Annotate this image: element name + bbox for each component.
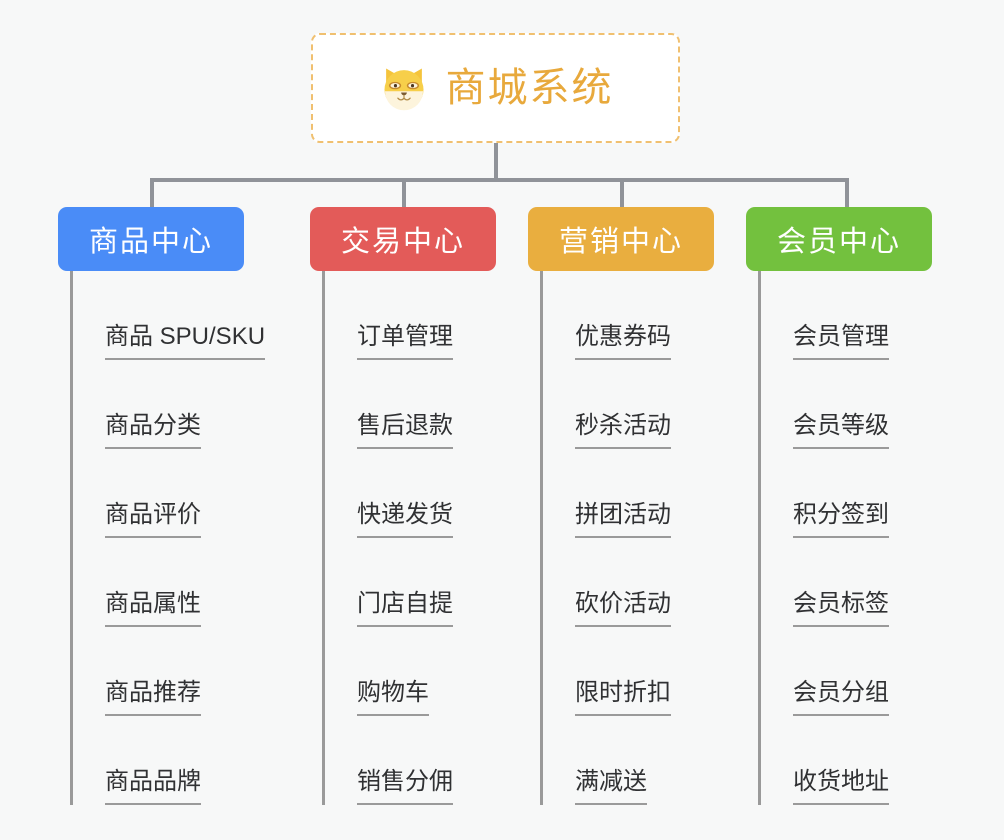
list-item[interactable]: 销售分佣	[325, 716, 530, 805]
list-item[interactable]: 会员等级	[761, 360, 966, 449]
leaf-label: 商品评价	[105, 500, 201, 538]
leaf-label: 快递发货	[357, 500, 453, 538]
leaf-label: 会员等级	[793, 411, 889, 449]
leaf-label: 砍价活动	[575, 589, 671, 627]
list-item[interactable]: 商品评价	[73, 449, 278, 538]
leaf-label: 积分签到	[793, 500, 889, 538]
connector-drop-1	[150, 178, 154, 208]
leaf-label: 商品推荐	[105, 678, 201, 716]
leaf-label: 售后退款	[357, 411, 453, 449]
branch-column-product: 商品中心 商品 SPU/SKU 商品分类 商品评价 商品属性 商品推荐 商品品牌	[58, 207, 278, 805]
leaf-list-product: 商品 SPU/SKU 商品分类 商品评价 商品属性 商品推荐 商品品牌	[70, 271, 278, 805]
list-item[interactable]: 订单管理	[325, 271, 530, 360]
list-item[interactable]: 拼团活动	[543, 449, 748, 538]
root-node[interactable]: 商城系统	[311, 33, 680, 143]
connector-stem	[494, 143, 498, 181]
branch-header-member[interactable]: 会员中心	[746, 207, 932, 271]
branch-header-product[interactable]: 商品中心	[58, 207, 244, 271]
leaf-list-marketing: 优惠券码 秒杀活动 拼团活动 砍价活动 限时折扣 满减送	[540, 271, 748, 805]
branch-header-marketing[interactable]: 营销中心	[528, 207, 714, 271]
leaf-label: 限时折扣	[575, 678, 671, 716]
list-item[interactable]: 会员管理	[761, 271, 966, 360]
root-node-label: 商城系统	[445, 66, 614, 110]
leaf-label: 商品分类	[105, 411, 201, 449]
leaf-label: 拼团活动	[575, 500, 671, 538]
list-item[interactable]: 商品分类	[73, 360, 278, 449]
list-item[interactable]: 门店自提	[325, 538, 530, 627]
leaf-list-trade: 订单管理 售后退款 快递发货 门店自提 购物车 销售分佣	[322, 271, 530, 805]
connector-drop-4	[845, 178, 849, 208]
list-item[interactable]: 商品推荐	[73, 627, 278, 716]
branch-column-marketing: 营销中心 优惠券码 秒杀活动 拼团活动 砍价活动 限时折扣 满减送	[528, 207, 748, 805]
leaf-label: 优惠券码	[575, 322, 671, 360]
connector-bus	[150, 178, 849, 182]
list-item[interactable]: 售后退款	[325, 360, 530, 449]
list-item[interactable]: 收货地址	[761, 716, 966, 805]
list-item[interactable]: 会员标签	[761, 538, 966, 627]
branch-column-member: 会员中心 会员管理 会员等级 积分签到 会员标签 会员分组 收货地址	[746, 207, 966, 805]
leaf-label: 门店自提	[357, 589, 453, 627]
leaf-label: 订单管理	[357, 322, 453, 360]
list-item[interactable]: 会员分组	[761, 627, 966, 716]
leaf-label: 购物车	[357, 678, 429, 716]
list-item[interactable]: 商品属性	[73, 538, 278, 627]
list-item[interactable]: 积分签到	[761, 449, 966, 538]
list-item[interactable]: 商品 SPU/SKU	[73, 271, 278, 360]
leaf-label: 商品 SPU/SKU	[105, 322, 266, 360]
list-item[interactable]: 购物车	[325, 627, 530, 716]
leaf-label: 会员标签	[793, 589, 889, 627]
leaf-list-member: 会员管理 会员等级 积分签到 会员标签 会员分组 收货地址	[758, 271, 966, 805]
branch-header-trade[interactable]: 交易中心	[310, 207, 496, 271]
list-item[interactable]: 优惠券码	[543, 271, 748, 360]
list-item[interactable]: 秒杀活动	[543, 360, 748, 449]
branch-column-trade: 交易中心 订单管理 售后退款 快递发货 门店自提 购物车 销售分佣	[310, 207, 530, 805]
leaf-label: 商品属性	[105, 589, 201, 627]
list-item[interactable]: 限时折扣	[543, 627, 748, 716]
list-item[interactable]: 快递发货	[325, 449, 530, 538]
leaf-label: 会员分组	[793, 678, 889, 716]
list-item[interactable]: 砍价活动	[543, 538, 748, 627]
connector-drop-2	[402, 178, 406, 208]
dog-face-icon	[378, 62, 430, 114]
connector-drop-3	[620, 178, 624, 208]
list-item[interactable]: 满减送	[543, 716, 748, 805]
leaf-label: 会员管理	[793, 322, 889, 360]
leaf-label: 销售分佣	[357, 767, 453, 805]
leaf-label: 满减送	[575, 767, 647, 805]
leaf-label: 秒杀活动	[575, 411, 671, 449]
leaf-label: 收货地址	[793, 767, 889, 805]
list-item[interactable]: 商品品牌	[73, 716, 278, 805]
leaf-label: 商品品牌	[105, 767, 201, 805]
